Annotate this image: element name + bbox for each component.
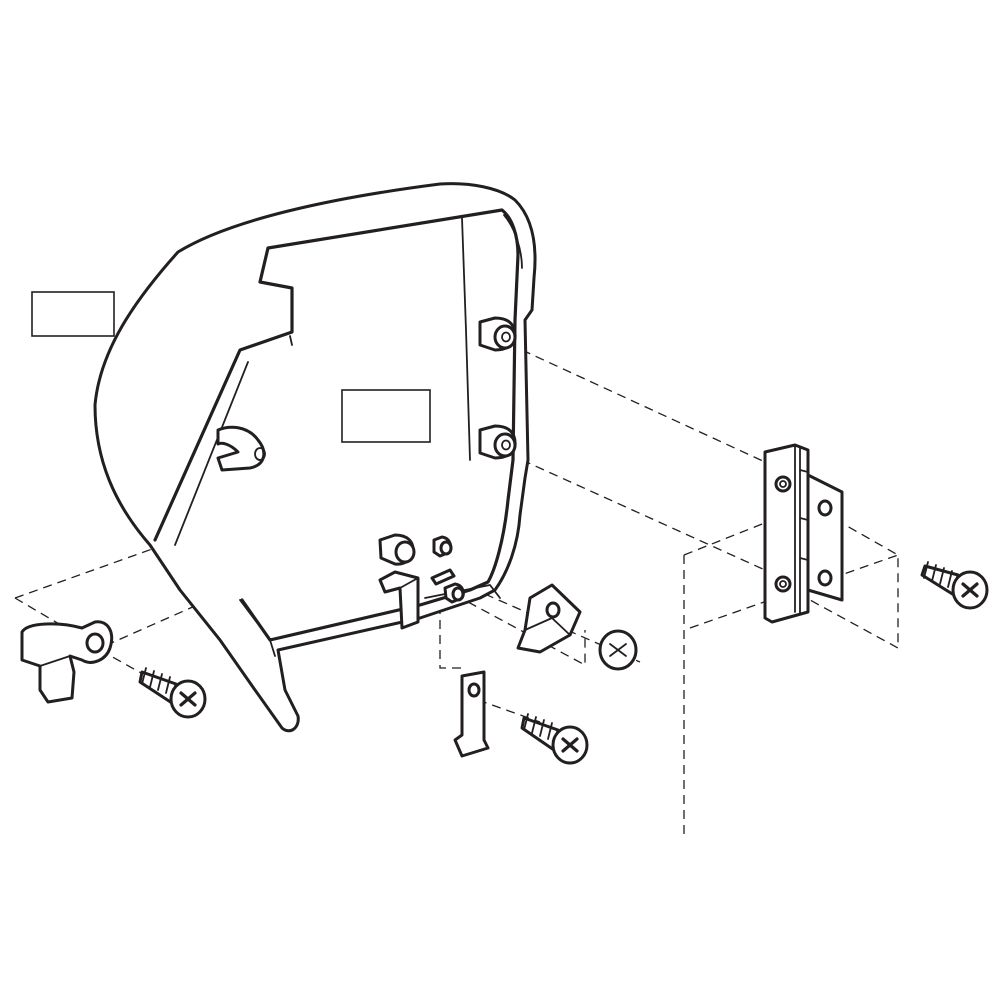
- washer: [598, 629, 638, 671]
- loose-label-box: [31, 291, 115, 337]
- hinge: [763, 443, 844, 624]
- angle-bracket: [516, 583, 582, 654]
- screw-left: [138, 667, 207, 719]
- cable-clip: [20, 620, 114, 704]
- cover-label-box: [341, 389, 431, 443]
- cover-housing: [93, 182, 537, 733]
- interior-pin: [432, 535, 453, 558]
- wall-clip: [216, 425, 266, 472]
- latch-post: [378, 570, 420, 630]
- strap-bracket: [453, 670, 490, 758]
- lower-boss: [478, 424, 517, 460]
- screw-right: [920, 561, 989, 610]
- interior-boss: [378, 533, 416, 566]
- interior-slot: [430, 568, 456, 586]
- interior-stud: [443, 582, 465, 604]
- screw-bottom: [520, 713, 589, 765]
- upper-boss: [478, 316, 517, 352]
